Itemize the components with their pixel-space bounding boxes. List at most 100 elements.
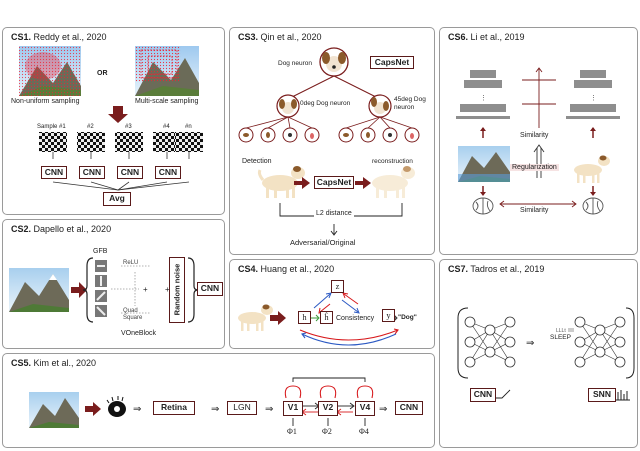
svg-text:⋮: ⋮: [480, 95, 487, 102]
cs2-relu: ReLU: [123, 260, 139, 266]
cs1-cnn-4: CNN: [155, 166, 181, 179]
cs1-landscape-right: [135, 46, 199, 96]
cs3-detection: Detection: [242, 158, 272, 165]
cs3-part-circles: [238, 127, 420, 143]
cs1-graphics: OR · · ·: [19, 46, 203, 191]
svg-text:⇒: ⇒: [526, 338, 534, 349]
cs1-down-arrow: [108, 106, 128, 123]
cs7-cnn: CNN: [470, 388, 496, 402]
cs4-y: y: [382, 309, 395, 322]
cs6-network-right: ⋮: [566, 70, 620, 119]
cs5-graphics: ⇒ ⇒ ⇒ ⇒: [29, 377, 387, 428]
cs4-dog: [238, 304, 273, 331]
cs3-capsnet-mid: CapsNet: [314, 176, 354, 189]
cs3-dog-head-top: [319, 47, 349, 77]
cs7-sleep: SLEEP: [550, 334, 571, 341]
cs4-title: CS4. Huang et al., 2020: [238, 264, 335, 274]
panel-cs6: CS6. Li et al., 2019 ⋮ ⋮: [439, 27, 638, 255]
cs6-brain-right: [582, 197, 604, 215]
cs1-samples: · · ·: [39, 132, 203, 152]
cs3-neuron-0deg: 0deg Dog neuron: [300, 100, 351, 107]
cs6-similarity-top: Similarity: [520, 132, 549, 139]
svg-text:LLLt: LLLt: [556, 328, 566, 334]
cs1-cnn-2: CNN: [79, 166, 105, 179]
cs3-dog-right: [372, 166, 415, 198]
cs1-landscape-left: [19, 46, 81, 96]
panel-cs1: CS1. Reddy et al., 2020 OR: [2, 27, 225, 215]
cs5-v2: V2: [318, 401, 338, 416]
svg-text:+: +: [165, 285, 170, 294]
cs5-phi1: Φ1: [287, 427, 297, 436]
cs1-avg: Avg: [103, 192, 131, 206]
cs3-l2: L2 distance: [314, 210, 354, 217]
panel-cs5: CS5. Kim et al., 2020 ⇒ ⇒ ⇒ ⇒ Reti: [2, 353, 435, 448]
svg-text:⇒: ⇒: [211, 404, 219, 415]
cs3-dog-neuron: Dog neuron: [278, 60, 312, 67]
cs1-sample-2: #2: [87, 124, 94, 130]
cs3-adv: Adversarial/Original: [290, 238, 356, 247]
cs1-sample-1: Sample #1: [37, 124, 66, 130]
cs5-v4: V4: [355, 401, 375, 416]
panel-cs4: CS4. Huang et al., 2020 h ĥ z Consistenc…: [229, 259, 435, 349]
cs4-h: h: [298, 311, 311, 324]
cs1-cnn-1: CNN: [41, 166, 67, 179]
cs3-dog-left: [257, 166, 305, 198]
cs4-z: z: [331, 280, 344, 293]
cs6-regularization: Regularization: [510, 164, 559, 171]
svg-text:⇒: ⇒: [379, 404, 387, 415]
cs5-lgn: LGN: [227, 401, 257, 415]
cs7-graphics: ⇒ LLLt: [457, 307, 635, 401]
cs3-dog-head-0deg: [276, 94, 300, 118]
cs7-snn: SNN: [588, 388, 616, 402]
cs5-cnn: CNN: [395, 401, 423, 415]
svg-text:⇒: ⇒: [133, 404, 141, 415]
cs2-title: CS2. Dapello et al., 2020: [11, 224, 112, 234]
cs5-title: CS5. Kim et al., 2020: [11, 358, 97, 368]
cs7-relu-icon: [496, 389, 511, 399]
cs1-sample-n: #n: [185, 124, 192, 130]
cs1-cnn-3: CNN: [117, 166, 143, 179]
cs2-block: VOneBlock: [121, 330, 157, 337]
cs3-title: CS3. Qin et al., 2020: [238, 32, 322, 42]
svg-text:· · ·: · · ·: [163, 137, 175, 146]
cs4-h-hat: ĥ: [320, 311, 333, 324]
cs2-landscape: [9, 268, 69, 312]
cs4-consistency: Consistency: [336, 315, 375, 322]
svg-text:+: +: [143, 285, 148, 294]
cs1-caption-left: Non-uniform sampling: [11, 98, 80, 105]
panel-cs2: CS2. Dapello et al., 2020 + + ⇒ GFB ReLU…: [2, 219, 225, 349]
cs1-title: CS1. Reddy et al., 2020: [11, 32, 107, 42]
cs7-cnn-nodes: [464, 316, 516, 368]
cs2-noise-box: Random noise: [169, 257, 185, 323]
cs6-network-left: ⋮: [456, 70, 510, 119]
svg-text:⋮: ⋮: [590, 95, 597, 102]
cs2-quad: Quad Square: [123, 308, 143, 321]
cs7-title: CS7. Tadros et al., 2019: [448, 264, 545, 274]
cs3-graphics: [238, 47, 420, 236]
cs2-cnn: CNN: [197, 282, 223, 296]
cs3-capsnet-top: CapsNet: [370, 56, 414, 69]
cs6-landscape: [458, 146, 510, 182]
cs1-caption-right: Multi-scale sampling: [135, 98, 199, 105]
panel-cs7: CS7. Tadros et al., 2019 ⇒ LLLt: [439, 259, 638, 448]
cs7-spike-icon: [616, 390, 630, 401]
cs5-v1: V1: [283, 401, 303, 416]
cs5-phi4: Φ4: [359, 427, 369, 436]
cs1-sample-4: #4: [163, 124, 170, 130]
cs3-dog-head-45deg: [368, 94, 392, 118]
cs6-similarity-bottom: Similarity: [520, 207, 549, 214]
cs1-or: OR: [97, 70, 108, 77]
cs2-graphics: + + ⇒: [9, 257, 207, 323]
cs1-sample-3: #3: [125, 124, 132, 130]
panel-cs3: CS3. Qin et al., 2020: [229, 27, 435, 255]
cs3-reconstruction: reconstruction: [372, 158, 413, 165]
cs5-eye-icon: [106, 396, 126, 417]
cs2-noise: Random noise: [172, 263, 182, 316]
cs6-dog: [574, 155, 610, 183]
cs6-graphics: ⋮ ⋮: [456, 67, 620, 215]
cs1-connectors: [52, 152, 190, 191]
cs2-gabor-filters: [95, 260, 107, 317]
cs6-title: CS6. Li et al., 2019: [448, 32, 525, 42]
svg-text:⇒: ⇒: [265, 404, 273, 415]
cs5-phi2: Φ2: [322, 427, 332, 436]
